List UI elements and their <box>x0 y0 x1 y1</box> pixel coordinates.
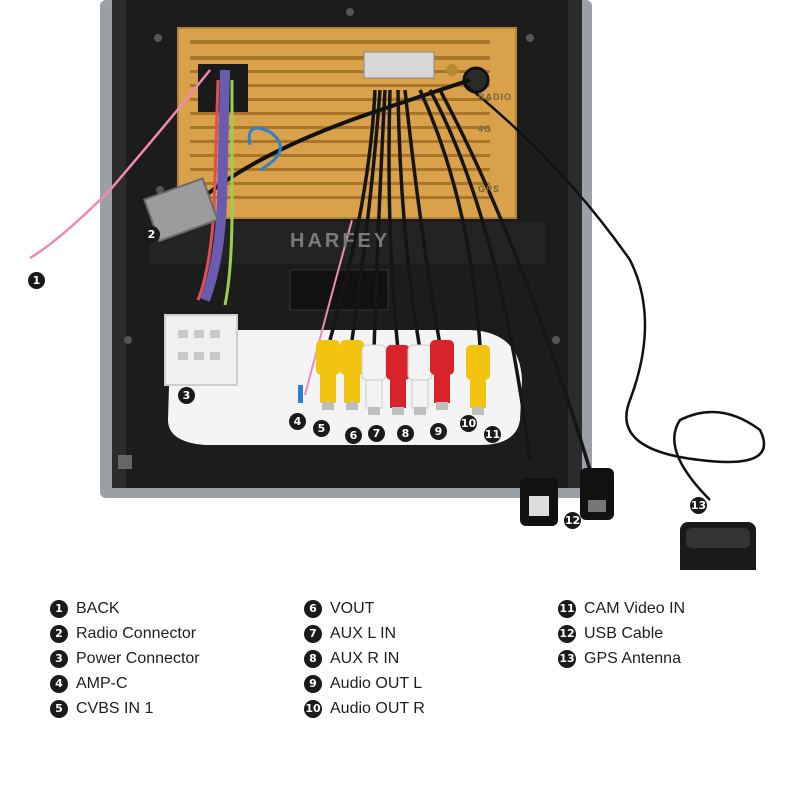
legend-number: 1 <box>50 599 68 618</box>
legend-label: AUX L IN <box>330 624 397 642</box>
rca-plug-vout <box>340 340 364 410</box>
legend-item-aux-r-in: 8 AUX R IN <box>304 646 425 671</box>
radio-port-label: RADIO <box>478 92 512 102</box>
legend-number: 10 <box>304 699 322 718</box>
gps-cable <box>461 81 766 501</box>
legend-number: 12 <box>558 624 576 643</box>
side-slot <box>118 455 132 469</box>
callout-badge-9: 9 <box>430 423 447 440</box>
legend-column-2: 6 VOUT 7 AUX L IN 8 AUX R IN 9 Audio OUT L 1… <box>304 596 425 721</box>
callout-badge-1: 1 <box>28 272 45 289</box>
rca-plug-aux-r <box>386 345 410 415</box>
callout-badge-10: 10 <box>460 415 477 432</box>
legend-item-aux-l-in: 7 AUX L IN <box>304 621 425 646</box>
legend-item-cam-video-in: 11 CAM Video IN <box>558 596 685 621</box>
callout-badge-4: 4 <box>289 413 306 430</box>
callout-badge-12: 12 <box>564 512 581 529</box>
rca-plug-cam-in <box>466 345 490 415</box>
power-connector <box>164 314 238 386</box>
legend-number: 7 <box>304 624 322 643</box>
screw <box>124 336 132 344</box>
legend-label: USB Cable <box>584 624 664 642</box>
callout-badge-5: 5 <box>313 420 330 437</box>
legend-column-3: 11 CAM Video IN 12 USB Cable 13 GPS Antenna <box>558 596 685 671</box>
legend-item-audio-out-r: 10 Audio OUT R <box>304 696 425 721</box>
legend-label: AUX R IN <box>330 649 400 667</box>
legend-item-amp-c: 4 AMP-C <box>50 671 200 696</box>
legend-item-gps-antenna: 13 GPS Antenna <box>558 646 685 671</box>
black-wire-main <box>198 78 471 202</box>
callout-badge-3: 3 <box>178 387 195 404</box>
legend-number: 13 <box>558 649 576 668</box>
legend-item-audio-out-l: 9 Audio OUT L <box>304 671 425 696</box>
screw <box>526 34 534 42</box>
legend-item-vout: 6 VOUT <box>304 596 425 621</box>
radio-connector <box>143 177 219 243</box>
callout-badge-6: 6 <box>345 427 362 444</box>
legend-label: AMP-C <box>76 674 128 692</box>
legend-label: CVBS IN 1 <box>76 699 154 717</box>
legend-item-power-connector: 3 Power Connector <box>50 646 200 671</box>
callout-badge-2: 2 <box>143 226 160 243</box>
usb-plug-2 <box>580 468 614 520</box>
callout-badge-13: 13 <box>690 497 707 514</box>
legend-label: Audio OUT R <box>330 699 425 717</box>
rca-plug-audio-out-l <box>407 344 433 415</box>
legend-label: Audio OUT L <box>330 674 423 692</box>
screw <box>156 186 164 194</box>
gps-port-label: GPS <box>478 184 501 194</box>
legend-item-back: 1 BACK <box>50 596 200 621</box>
stereo-back-illustration <box>29 0 766 588</box>
amp-c-wire-tip <box>298 385 303 403</box>
legend-number: 6 <box>304 599 322 618</box>
pink-wire <box>29 69 211 260</box>
gps-port <box>446 64 458 76</box>
legend-number: 9 <box>304 674 322 693</box>
legend-number: 3 <box>50 649 68 668</box>
legend-item-cvbs-in-1: 5 CVBS IN 1 <box>50 696 200 721</box>
callout-badge-7: 7 <box>368 425 385 442</box>
rca-plug-aux-l <box>361 344 387 415</box>
legend-number: 11 <box>558 599 576 618</box>
legend-number: 8 <box>304 649 322 668</box>
wire-bundle <box>200 69 230 302</box>
blue-loop <box>247 126 282 172</box>
legend-label: BACK <box>76 599 120 617</box>
callout-badge-11: 11 <box>484 426 501 443</box>
screw <box>552 336 560 344</box>
brand-watermark: HARFEY <box>290 230 391 252</box>
pink-wire-2 <box>304 219 353 396</box>
legend-label: GPS Antenna <box>584 649 681 667</box>
legend-item-radio-connector: 2 Radio Connector <box>50 621 200 646</box>
screw <box>346 8 354 16</box>
legend-label: Power Connector <box>76 649 200 667</box>
usb-plug-1 <box>520 478 558 526</box>
product-photo: HARFEY RADIO 4G GPS 1 2 3 4 5 6 7 8 9 10… <box>28 0 766 588</box>
legend-label: Radio Connector <box>76 624 197 642</box>
screw <box>154 34 162 42</box>
callout-badge-8: 8 <box>397 425 414 442</box>
legend-label: CAM Video IN <box>584 599 686 617</box>
gps-antenna <box>680 522 756 588</box>
legend-label: VOUT <box>330 599 375 617</box>
av-socket <box>363 51 435 79</box>
legend-number: 4 <box>50 674 68 693</box>
rca-plug-cvbs <box>316 340 340 410</box>
legend-number: 2 <box>50 624 68 643</box>
rca-plug-audio-out-r <box>430 340 454 410</box>
legend-item-usb-cable: 12 USB Cable <box>558 621 685 646</box>
4g-port-label: 4G <box>478 124 493 134</box>
legend-number: 5 <box>50 699 68 718</box>
